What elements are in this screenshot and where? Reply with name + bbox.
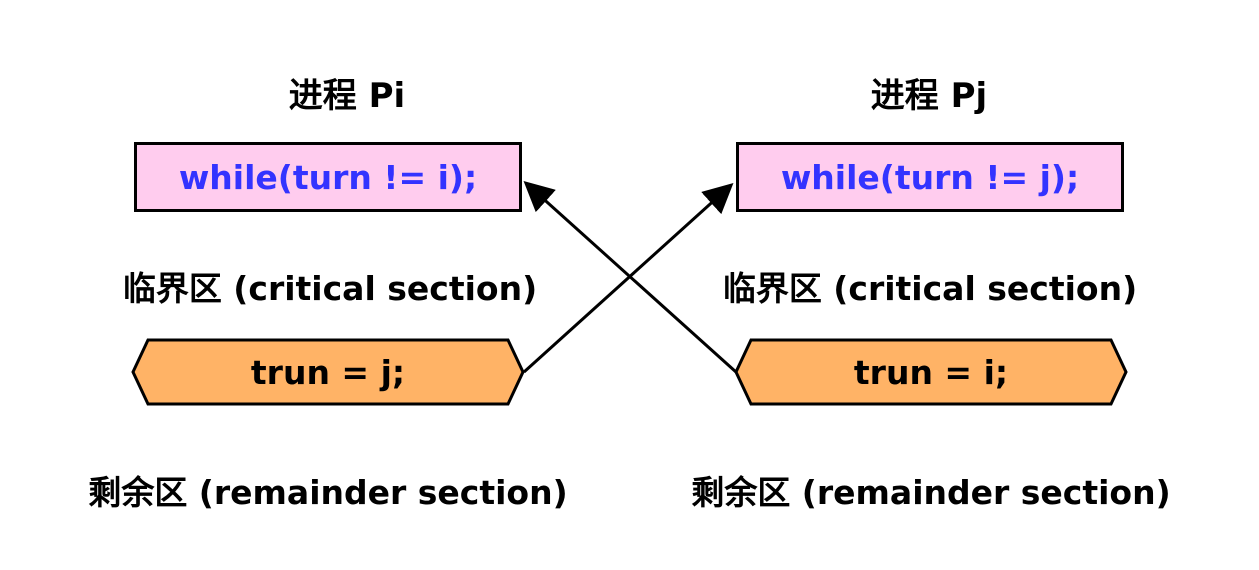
process-pi-critical-label: 临界区 (critical section)	[122, 269, 538, 308]
process-pj-critical-label: 临界区 (critical section)	[722, 269, 1138, 308]
process-pj-entry-box: while(turn != j);	[736, 142, 1124, 212]
process-pi-remainder-label: 剩余区 (remainder section)	[88, 473, 568, 512]
process-pi-title: 进程 Pi	[288, 76, 406, 116]
process-pj-exit-code: trun = i;	[853, 352, 1009, 392]
hexagon-shape	[131, 338, 525, 406]
arrow-pi-exit-to-pj-entry	[522, 182, 734, 374]
process-pj-remainder-label: 剩余区 (remainder section)	[691, 473, 1171, 512]
process-pi-exit-code: trun = j;	[250, 352, 406, 392]
process-pj-title: 进程 Pj	[870, 76, 988, 116]
arrow-pj-exit-to-pi-entry	[523, 180, 738, 374]
process-pi-entry-box: while(turn != i);	[134, 142, 522, 212]
process-pi-exit-box: trun = j;	[130, 338, 526, 406]
